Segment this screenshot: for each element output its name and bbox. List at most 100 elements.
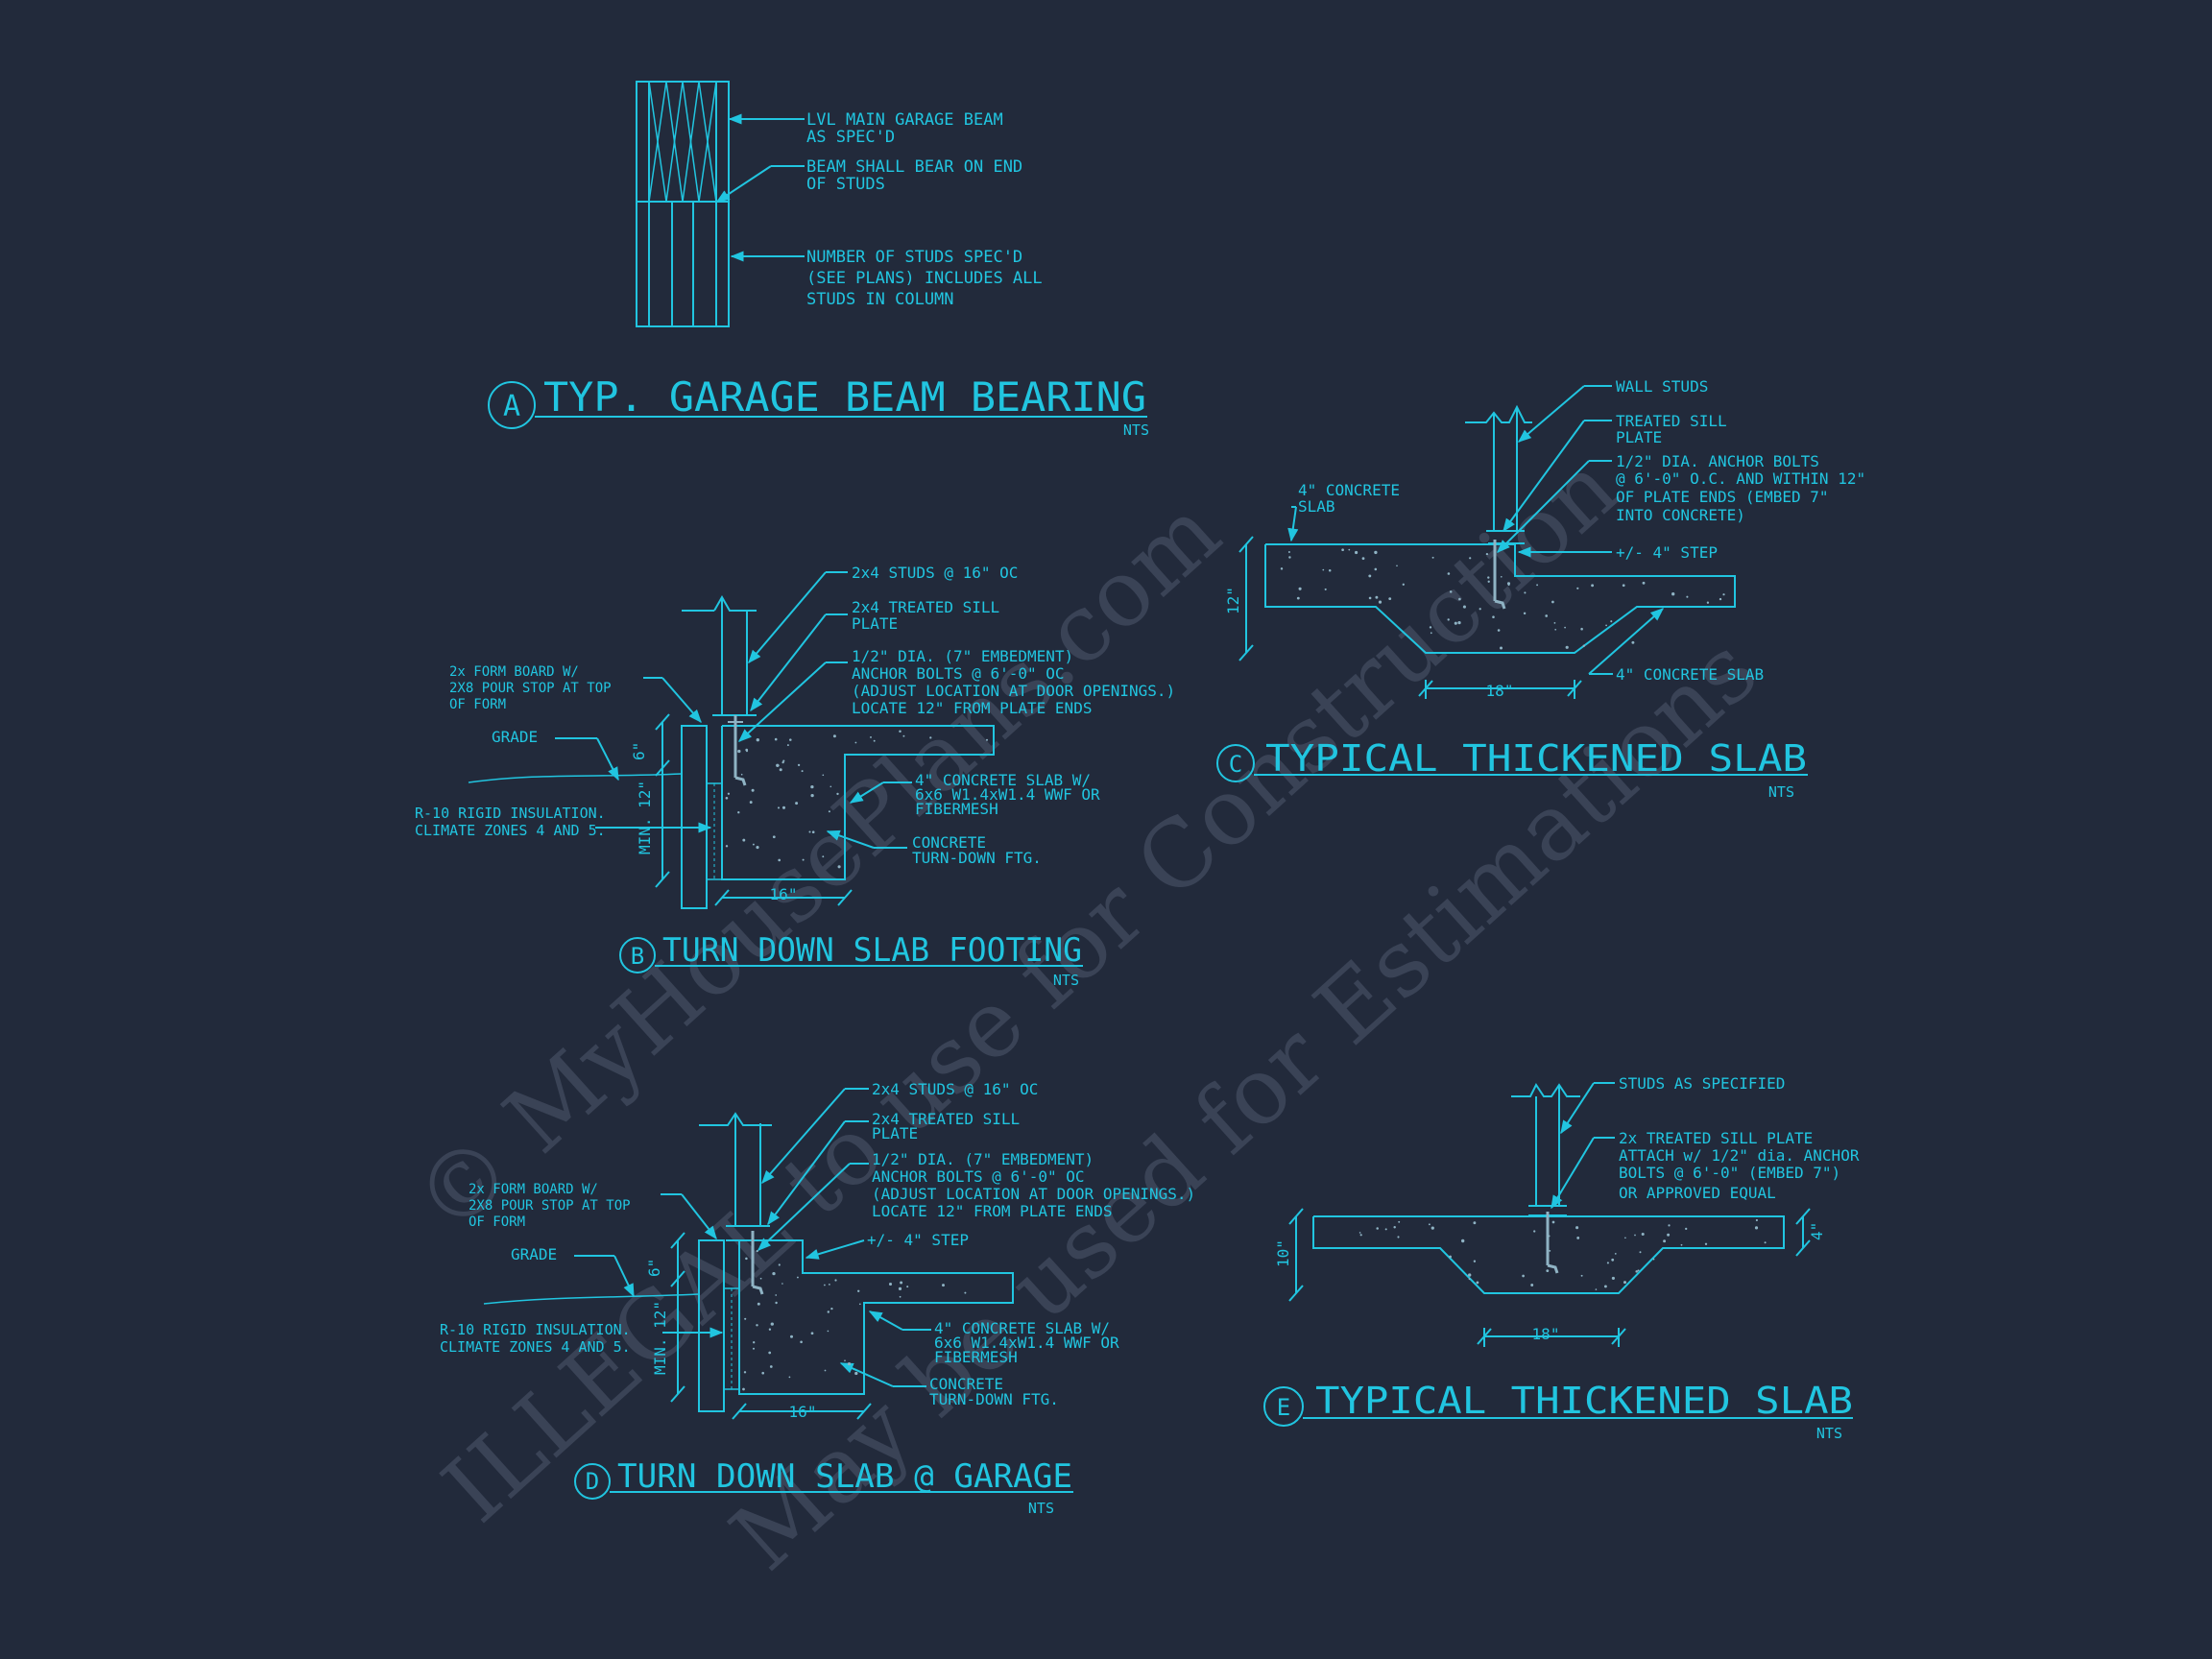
aggregate-speck bbox=[1610, 620, 1613, 623]
aggregate-speck bbox=[1764, 1241, 1767, 1244]
aggregate-speck bbox=[1533, 1230, 1536, 1233]
aggregate-speck bbox=[788, 1376, 791, 1379]
detail-c-marker-letter: C bbox=[1229, 751, 1242, 778]
aggregate-speck bbox=[900, 1281, 903, 1285]
aggregate-speck bbox=[1280, 567, 1284, 570]
aggregate-speck bbox=[757, 1302, 760, 1306]
aggregate-speck bbox=[1322, 568, 1325, 571]
aggregate-speck bbox=[768, 1351, 772, 1355]
aggregate-speck bbox=[742, 838, 746, 842]
aggregate-speck bbox=[854, 741, 857, 744]
detail-d-note-grade: GRADE bbox=[511, 1245, 557, 1263]
detail-b-marker-letter: B bbox=[631, 943, 644, 970]
aggregate-speck bbox=[1447, 572, 1451, 575]
aggregate-speck bbox=[1622, 584, 1625, 588]
aggregate-speck bbox=[1565, 645, 1569, 649]
aggregate-speck bbox=[797, 763, 801, 767]
aggregate-speck bbox=[827, 1310, 830, 1313]
concrete-gravel-e bbox=[1358, 1218, 1767, 1290]
aggregate-speck bbox=[1358, 1232, 1361, 1234]
aggregate-speck bbox=[1706, 601, 1710, 604]
aggregate-speck bbox=[796, 1276, 799, 1279]
aggregate-speck bbox=[1595, 1288, 1598, 1290]
aggregate-speck bbox=[1667, 1233, 1671, 1237]
aggregate-speck bbox=[1447, 618, 1450, 621]
aggregate-speck bbox=[1499, 646, 1503, 650]
aggregate-speck bbox=[1623, 1281, 1627, 1285]
aggregate-speck bbox=[759, 1277, 762, 1280]
aggregate-speck bbox=[1341, 548, 1344, 552]
aggregate-speck bbox=[800, 1340, 803, 1344]
aggregate-speck bbox=[1523, 612, 1527, 615]
detail-a-marker-letter: A bbox=[503, 390, 520, 423]
thickened-slab-e-drawing bbox=[1263, 1082, 1853, 1427]
aggregate-speck bbox=[752, 843, 755, 846]
aggregate-speck bbox=[1639, 1251, 1642, 1254]
aggregate-speck bbox=[1454, 621, 1457, 625]
aggregate-speck bbox=[1553, 622, 1556, 624]
detail-e-dim-width: 18" bbox=[1532, 1325, 1560, 1343]
detail-e-dim-slab: 4" bbox=[1808, 1222, 1826, 1240]
aggregate-speck bbox=[811, 830, 815, 833]
aggregate-speck bbox=[1580, 627, 1583, 631]
aggregate-speck bbox=[1457, 620, 1461, 625]
aggregate-speck bbox=[837, 865, 841, 869]
detail-e-marker-letter: E bbox=[1277, 1394, 1290, 1421]
aggregate-speck bbox=[772, 835, 776, 839]
aggregate-speck bbox=[808, 830, 811, 833]
aggregate-speck bbox=[756, 1324, 758, 1327]
detail-a-title: TYP. GARAGE BEAM BEARING bbox=[543, 373, 1146, 421]
detail-d-dim-width: 16" bbox=[789, 1403, 817, 1421]
aggregate-speck bbox=[1500, 575, 1503, 578]
aggregate-speck bbox=[834, 1279, 837, 1282]
detail-c-dim-width: 18" bbox=[1486, 682, 1514, 700]
aggregate-speck bbox=[824, 1284, 826, 1286]
aggregate-speck bbox=[964, 1291, 967, 1294]
aggregate-speck bbox=[1376, 1227, 1379, 1230]
aggregate-speck bbox=[1449, 590, 1453, 593]
aggregate-speck bbox=[1429, 626, 1432, 629]
aggregate-speck bbox=[1431, 1226, 1434, 1230]
aggregate-speck bbox=[1397, 1236, 1400, 1238]
aggregate-speck bbox=[1554, 628, 1557, 631]
aggregate-speck bbox=[1680, 1243, 1683, 1246]
aggregate-speck bbox=[1359, 1234, 1362, 1237]
aggregate-speck bbox=[1545, 614, 1549, 617]
detail-e-dim-depth: 10" bbox=[1274, 1239, 1292, 1267]
detail-b-note-grade: GRADE bbox=[492, 728, 538, 746]
aggregate-speck bbox=[1374, 550, 1378, 555]
detail-a-note-studs: NUMBER OF STUDS SPEC'D(SEE PLANS) INCLUD… bbox=[806, 248, 1043, 309]
aggregate-speck bbox=[1388, 597, 1392, 601]
aggregate-speck bbox=[1355, 550, 1358, 555]
aggregate-speck bbox=[776, 763, 780, 767]
detail-c-title: TYPICAL THICKENED SLAB bbox=[1265, 737, 1807, 780]
aggregate-speck bbox=[1384, 1228, 1387, 1231]
detail-e-note-studs: STUDS AS SPECIFIED bbox=[1619, 1074, 1785, 1093]
aggregate-speck bbox=[1479, 608, 1481, 611]
aggregate-speck bbox=[1530, 1284, 1534, 1286]
concrete-gravel-d bbox=[742, 1250, 967, 1391]
aggregate-speck bbox=[857, 1289, 860, 1292]
detail-c-note-bolts: 1/2" DIA. ANCHOR BOLTS@ 6'-0" O.C. AND W… bbox=[1616, 452, 1865, 524]
aggregate-speck bbox=[1576, 587, 1579, 589]
aggregate-speck bbox=[873, 739, 876, 742]
detail-b-marker bbox=[619, 937, 656, 974]
aggregate-speck bbox=[1487, 576, 1490, 579]
aggregate-speck bbox=[1611, 1258, 1615, 1262]
detail-d-title: TURN DOWN SLAB @ GARAGE bbox=[617, 1457, 1072, 1496]
aggregate-speck bbox=[1671, 592, 1675, 596]
aggregate-speck bbox=[1634, 1234, 1636, 1237]
aggregate-speck bbox=[1492, 615, 1495, 618]
aggregate-speck bbox=[1298, 587, 1302, 590]
aggregate-speck bbox=[778, 858, 781, 862]
aggregate-speck bbox=[744, 1317, 747, 1320]
aggregate-speck bbox=[1576, 1236, 1580, 1239]
aggregate-speck bbox=[847, 1362, 852, 1366]
aggregate-speck bbox=[1296, 596, 1300, 600]
aggregate-speck bbox=[1686, 595, 1689, 598]
aggregate-speck bbox=[774, 737, 778, 741]
